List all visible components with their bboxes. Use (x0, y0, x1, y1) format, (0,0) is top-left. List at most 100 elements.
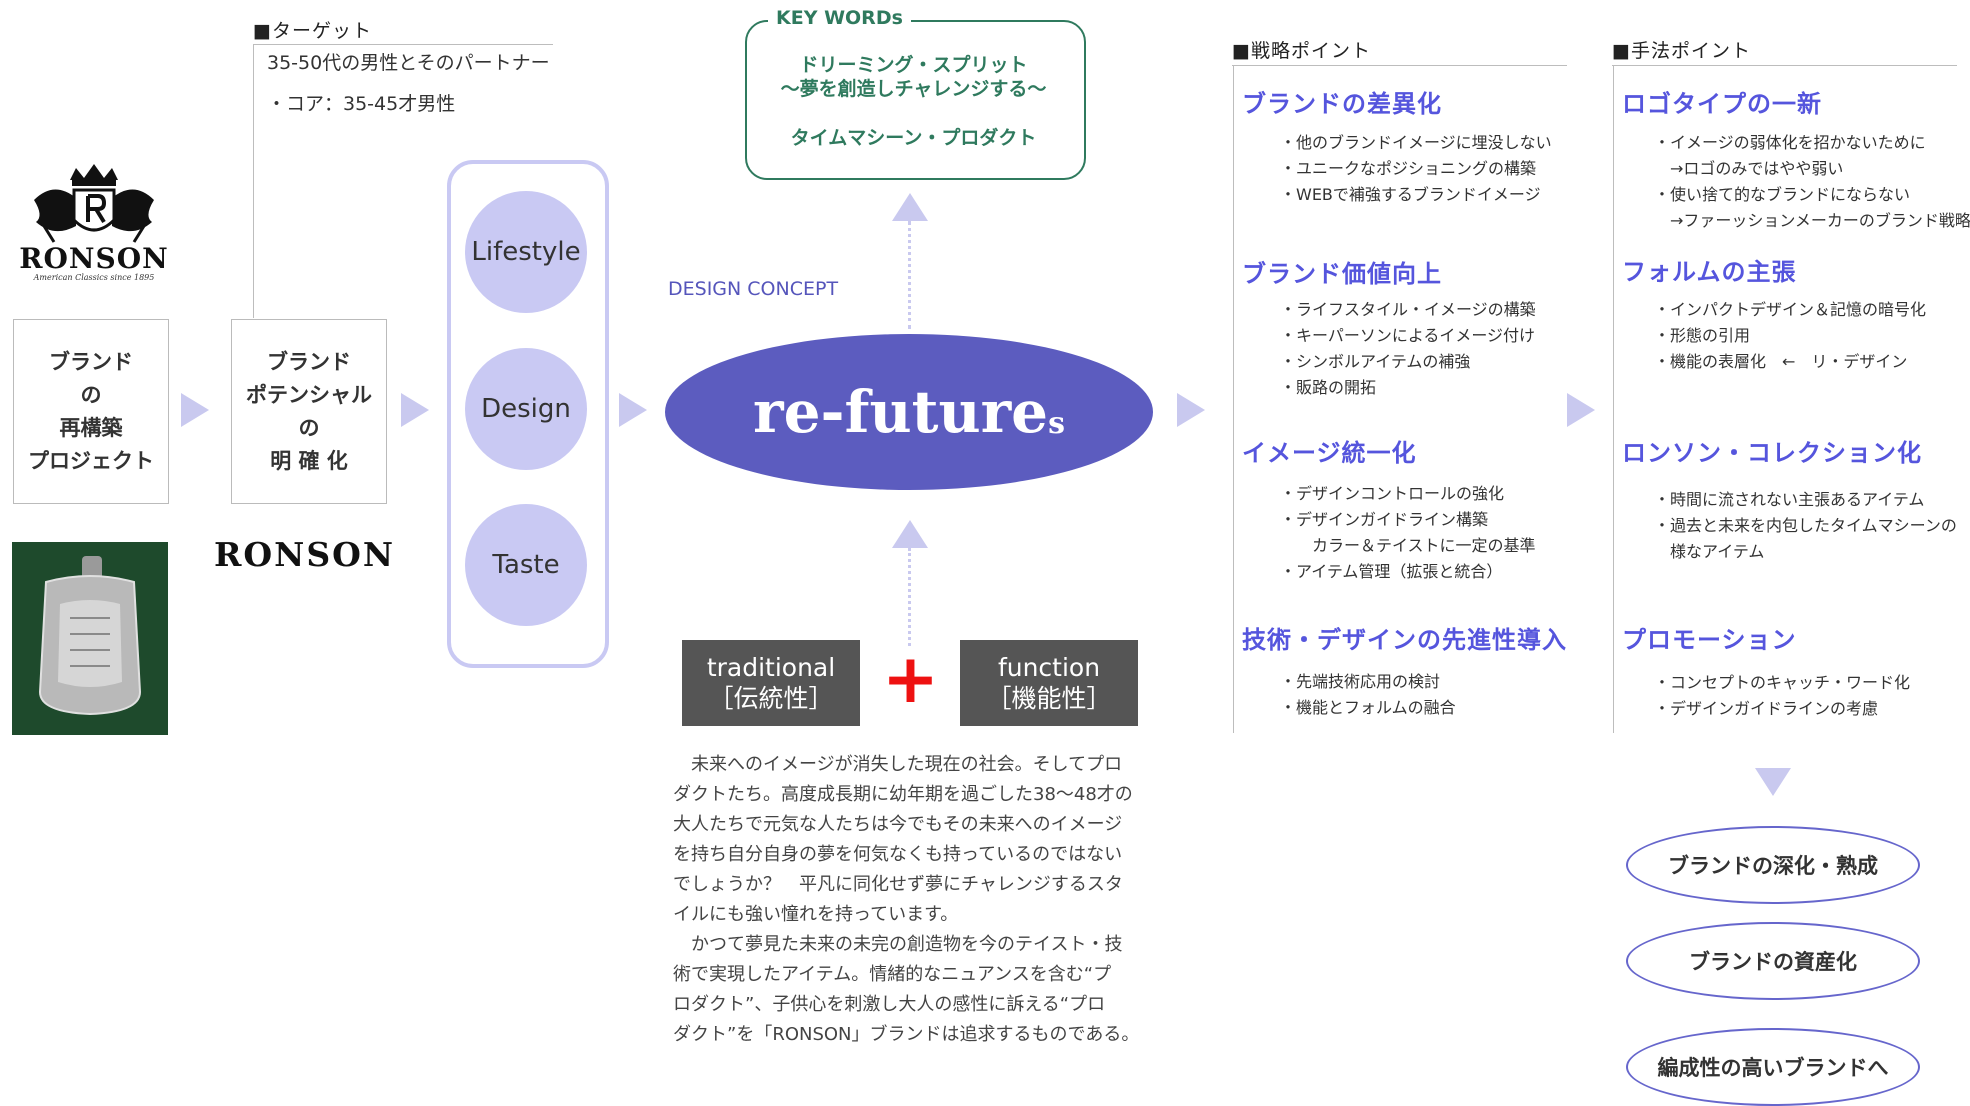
body-line: ロダクト”、子供心を刺激し大人の感性に訴える“プロ (673, 994, 1106, 1015)
crest-icon (34, 164, 154, 243)
traditional-en: traditional (706, 653, 836, 682)
target-line1: 35-50代の男性とそのパートナー (267, 52, 550, 74)
strategy-rule (1232, 65, 1567, 66)
method-title-2: フォルムの主張 (1622, 258, 1797, 286)
arrow-down-results (1755, 768, 1791, 796)
method-title-4: プロモーション (1622, 626, 1797, 654)
design-concept-label: DESIGN CONCEPT (668, 278, 839, 300)
method-item: ・過去と未来を内包したタイムマシーンの (1654, 516, 1957, 535)
target-connector (253, 44, 254, 318)
method-item: ・コンセプトのキャッチ・ワード化 (1654, 673, 1911, 692)
body-line: を持ち自分自身の夢を何気なくも持っているのではない (673, 844, 1123, 865)
strategy-item: ・シンボルアイテムの補強 (1280, 352, 1471, 371)
method-list-4: ・コンセプトのキャッチ・ワード化 ・デザインガイドラインの考慮 (1654, 670, 1910, 722)
product-photo (12, 542, 168, 735)
step2-line: 明 確 化 (270, 448, 348, 473)
function-ja: ［機能性］ (986, 684, 1112, 713)
arrow-right-5 (1567, 393, 1595, 427)
body-line: 未来へのイメージが消失した現在の社会。そしてプロ (673, 754, 1123, 775)
method-divider (1613, 65, 1614, 733)
arrow-up-keywords (892, 193, 928, 221)
strategy-item: ・先端技術応用の検討 (1280, 672, 1441, 691)
lighter-icon (38, 556, 142, 716)
strategy-item: ・WEBで補強するブランドイメージ (1280, 185, 1541, 204)
method-item: 様なアイテム (1654, 542, 1765, 561)
step-brand-potential: ブランド ポテンシャル の 明 確 化 (231, 319, 387, 504)
traditional-box: traditional ［伝統性］ (682, 640, 860, 726)
strategy-item: ・アイテム管理（拡張と統合） (1280, 562, 1503, 581)
arrow-right-2 (401, 393, 429, 427)
keywords-label: KEY WORDs (768, 7, 911, 29)
step1-line: 再構築 (59, 415, 123, 440)
dashed-line-keywords (908, 221, 911, 329)
method-rule (1612, 65, 1957, 66)
strategy-list-2: ・ライフスタイル・イメージの構築 ・キーパーソンによるイメージ付け ・シンボルア… (1280, 297, 1536, 401)
strategy-heading: ■戦略ポイント (1232, 40, 1371, 62)
body-line: 大人たちで元気な人たちは今でもその未来へのイメージ (673, 814, 1123, 835)
target-heading: ■ターゲット (253, 20, 372, 42)
strategy-item: ・ライフスタイル・イメージの構築 (1280, 300, 1536, 319)
strategy-item: ・ユニークなポジショニングの構築 (1280, 159, 1537, 178)
concept-body-text: 未来へのイメージが消失した現在の社会。そしてプロ ダクトたち。高度成長期に幼年期… (673, 750, 1139, 1050)
method-list-1: ・イメージの弱体化を招かないために →ロゴのみではやや弱い ・使い捨て的なブラン… (1654, 130, 1970, 234)
strategy-item: カラー＆テイストに一定の基準 (1280, 536, 1536, 555)
concept-suffix-text: s (1048, 405, 1065, 441)
ronson-wordmark: RONSON (214, 535, 396, 574)
strategy-item: ・他のブランドイメージに埋没しない (1280, 133, 1552, 152)
dashed-line-concept (908, 548, 911, 646)
method-item: ・インパクトデザイン＆記憶の暗号化 (1654, 300, 1927, 319)
result-deepening: ブランドの深化・熟成 (1626, 826, 1920, 904)
keywords-box (745, 20, 1086, 180)
method-item: ・使い捨て的なブランドにならない (1654, 185, 1911, 204)
step1-line: の (80, 382, 102, 407)
strategy-item: ・販路の開拓 (1280, 378, 1377, 397)
crest-logo-tagline: American Classics since 1895 (33, 273, 155, 282)
pillar-design: Design (465, 348, 587, 470)
concept-main-text: re-future (753, 378, 1049, 446)
body-line: かつて夢見た未来の未完の創造物を今のテイスト・技 (673, 934, 1123, 955)
strategy-item: ・機能とフォルムの融合 (1280, 698, 1456, 717)
body-line: 術で実現したアイテム。情緒的なニュアンスを含む“プ (673, 964, 1112, 985)
plus-icon: + (882, 640, 939, 719)
arrow-right-4 (1177, 393, 1205, 427)
target-line2: ・コア：35-45才男性 (267, 93, 456, 115)
body-line: イルにも強い憧れを持っています。 (673, 904, 959, 925)
method-item: →ファーッションメーカーのブランド戦略 (1654, 211, 1970, 230)
method-item: ・イメージの弱体化を招かないために (1654, 133, 1926, 152)
step1-line: ブランド (49, 349, 133, 374)
strategy-title-1: ブランドの差異化 (1242, 90, 1442, 118)
step2-line: ブランド (267, 349, 351, 374)
strategy-title-2: ブランド価値向上 (1242, 260, 1442, 288)
body-line: でしょうか？ 平凡に同化せず夢にチャレンジするスタ (673, 874, 1123, 895)
method-item: ・形態の引用 (1654, 326, 1751, 345)
method-item: →ロゴのみではやや弱い (1654, 159, 1844, 178)
method-heading: ■手法ポイント (1612, 40, 1751, 62)
method-list-2: ・インパクトデザイン＆記憶の暗号化 ・形態の引用 ・機能の表層化 ← リ・デザイ… (1654, 297, 1926, 375)
method-item: ・機能の表層化 ← リ・デザイン (1654, 352, 1908, 371)
body-line: ダクト”を「RONSON」ブランドは追求するものである。 (673, 1024, 1140, 1045)
function-en: function (997, 653, 1101, 682)
step2-line: ポテンシャル (246, 382, 372, 407)
arrow-right-1 (181, 393, 209, 427)
arrow-right-3 (619, 393, 647, 427)
method-title-3: ロンソン・コレクション化 (1622, 439, 1922, 467)
result-asset: ブランドの資産化 (1626, 922, 1920, 1000)
method-item: ・デザインガイドラインの考慮 (1654, 699, 1879, 718)
result-high-organization: 編成性の高いブランドへ (1626, 1028, 1920, 1106)
crest-logo-text: RONSON (19, 242, 169, 275)
strategy-item: ・キーパーソンによるイメージ付け (1280, 326, 1536, 345)
method-title-1: ロゴタイプの一新 (1622, 90, 1822, 118)
ronson-crest-logo: RONSON American Classics since 1895 (14, 160, 174, 285)
keywords-line3: タイムマシーン・プロダクト (790, 127, 1037, 149)
step-brand-rebuild: ブランド の 再構築 プロジェクト (13, 319, 169, 504)
method-list-3: ・時間に流されない主張あるアイテム ・過去と未来を内包したタイムマシーンの 様な… (1654, 487, 1957, 565)
arrow-up-concept (892, 520, 928, 548)
step2-line: の (298, 415, 320, 440)
strategy-title-4: 技術・デザインの先進性導入 (1242, 626, 1567, 654)
keywords-line1: ドリーミング・スプリット (799, 54, 1028, 76)
strategy-list-4: ・先端技術応用の検討 ・機能とフォルムの融合 (1280, 669, 1456, 721)
pillar-lifestyle: Lifestyle (465, 191, 587, 313)
target-rule (253, 44, 553, 45)
strategy-item: ・デザインコントロールの強化 (1280, 484, 1505, 503)
